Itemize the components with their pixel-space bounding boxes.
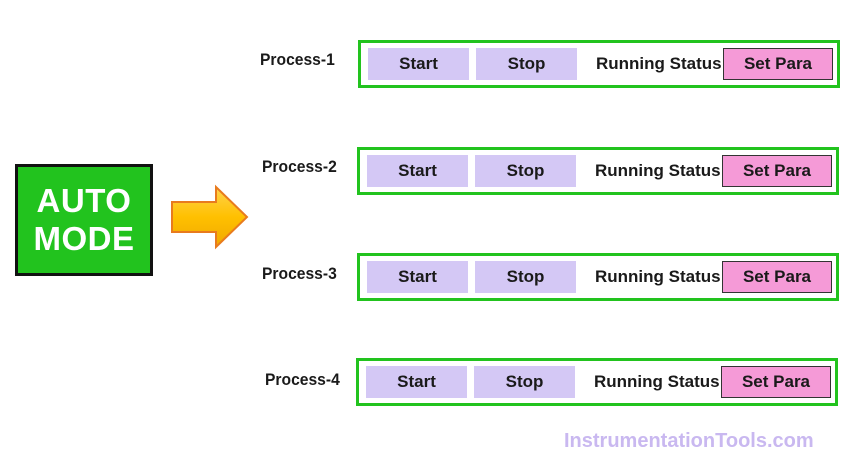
process-1-set-para-button[interactable]: Set Para — [723, 48, 833, 80]
process-4-row: Start Stop Running Status Set Para — [356, 358, 838, 406]
process-1-running-status: Running Status — [596, 54, 722, 73]
process-1-stop-button[interactable]: Stop — [476, 48, 577, 80]
right-arrow-icon — [171, 184, 249, 250]
auto-mode-line1: AUTO — [36, 182, 132, 219]
process-3-stop-button[interactable]: Stop — [475, 261, 576, 293]
process-2-stop-button[interactable]: Stop — [475, 155, 576, 187]
process-3-set-para-button[interactable]: Set Para — [722, 261, 832, 293]
process-2-label: Process-2 — [262, 157, 337, 176]
auto-mode-line2: MODE — [33, 220, 135, 257]
process-3-running-status: Running Status — [595, 267, 721, 286]
process-2-start-button[interactable]: Start — [367, 155, 468, 187]
process-4-running-status: Running Status — [594, 372, 720, 391]
process-4-start-button[interactable]: Start — [366, 366, 467, 398]
process-2-set-para-button[interactable]: Set Para — [722, 155, 832, 187]
watermark: InstrumentationTools.com — [564, 430, 814, 452]
process-2-running-status: Running Status — [595, 161, 721, 180]
process-3-row: Start Stop Running Status Set Para — [357, 253, 839, 301]
process-4-label: Process-4 — [265, 370, 340, 389]
process-3-start-button[interactable]: Start — [367, 261, 468, 293]
process-4-set-para-button[interactable]: Set Para — [721, 366, 831, 398]
process-1-row: Start Stop Running Status Set Para — [358, 40, 840, 88]
process-1-label: Process-1 — [260, 50, 335, 69]
auto-mode-indicator: AUTO MODE — [15, 164, 153, 276]
process-3-label: Process-3 — [262, 264, 337, 283]
process-4-stop-button[interactable]: Stop — [474, 366, 575, 398]
process-2-row: Start Stop Running Status Set Para — [357, 147, 839, 195]
process-1-start-button[interactable]: Start — [368, 48, 469, 80]
